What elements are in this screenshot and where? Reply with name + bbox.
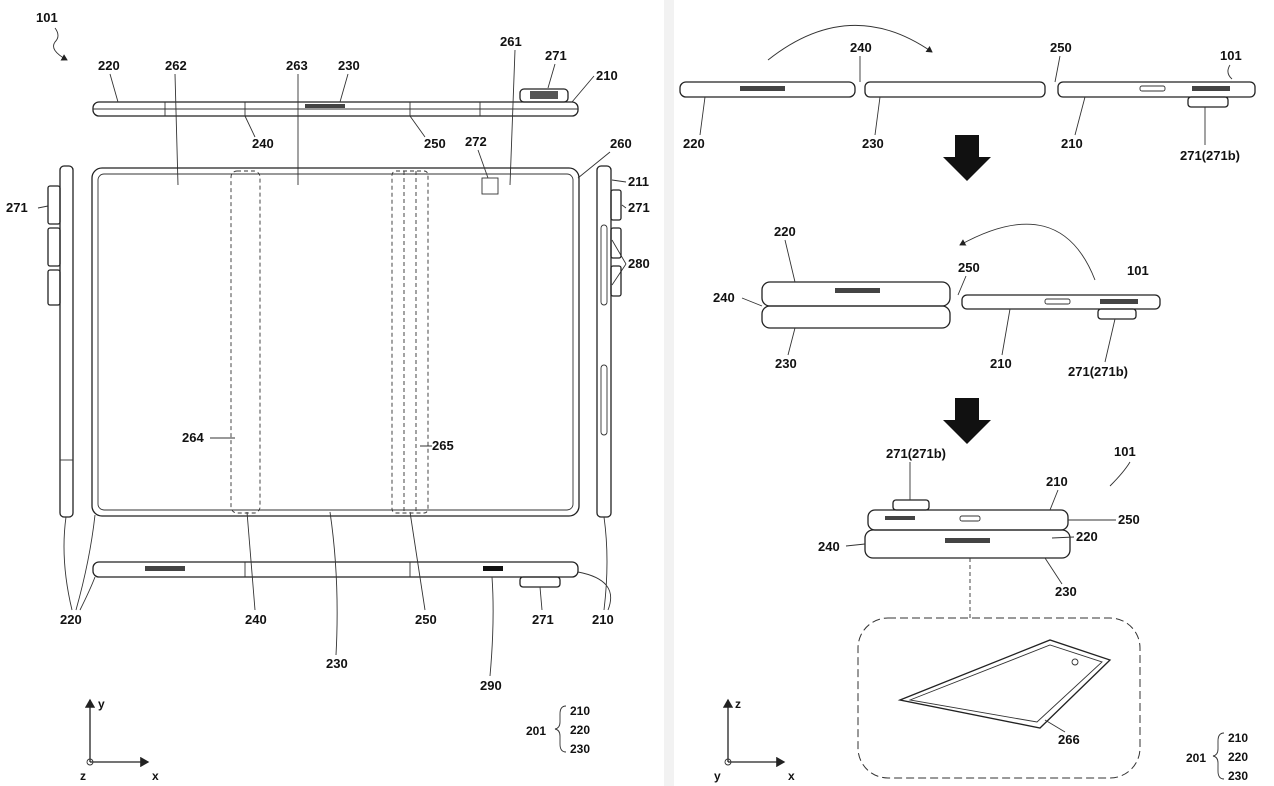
reference-label: 271(271b) [1068, 364, 1128, 379]
reference-label: 230 [775, 356, 797, 371]
reference-label: 210 [1228, 731, 1248, 745]
arrow-down-icon [943, 398, 991, 444]
reference-label: 101 [1127, 263, 1149, 278]
reference-label: 262 [165, 58, 187, 73]
reference-label: 220 [1228, 750, 1248, 764]
step2-half-folded [761, 223, 1161, 329]
reference-label: 230 [338, 58, 360, 73]
step1-unfolded-edge [679, 25, 1256, 108]
reference-label: 250 [415, 612, 437, 627]
reference-label: 220 [1076, 529, 1098, 544]
reference-label: 210 [990, 356, 1012, 371]
reference-label: 211 [628, 174, 649, 189]
reference-label: 230 [570, 742, 590, 756]
reference-label: 250 [1050, 40, 1072, 55]
reference-label: 271 [545, 48, 567, 63]
reference-label: 220 [570, 723, 590, 737]
reference-label: 230 [1228, 769, 1248, 783]
reference-label: z [80, 769, 86, 783]
reference-label: 250 [958, 260, 980, 275]
reference-label: 260 [610, 136, 632, 151]
reference-label: 240 [252, 136, 274, 151]
reference-label: 220 [98, 58, 120, 73]
reference-label: 201 [1186, 751, 1206, 765]
reference-label: y [714, 769, 721, 783]
reference-label: 101 [1114, 444, 1136, 459]
reference-label: 220 [683, 136, 705, 151]
reference-label: 210 [596, 68, 618, 83]
left-axes: y z x [80, 697, 159, 783]
reference-label: 230 [326, 656, 348, 671]
reference-label: 272 [465, 134, 487, 149]
panel-divider [664, 0, 674, 786]
right-housing-legend: 201 210 220 230 [1186, 731, 1248, 783]
reference-label: 220 [60, 612, 82, 627]
reference-label: 271(271b) [886, 446, 946, 461]
reference-label: 230 [862, 136, 884, 151]
reference-label: 201 [526, 724, 546, 738]
reference-label: 240 [818, 539, 840, 554]
label-101: 101 [36, 10, 58, 25]
right-side-view [596, 165, 622, 518]
reference-label: 290 [480, 678, 502, 693]
left-figure: 101 220 262 263 230 261 271 210 240 250 [6, 10, 650, 783]
left-side-view [47, 165, 74, 518]
reference-label: 220 [774, 224, 796, 239]
reference-label: 271 [628, 200, 650, 215]
reference-label: 210 [592, 612, 614, 627]
arrow-down-icon [943, 135, 991, 181]
unfolded-display [91, 167, 580, 517]
reference-label: 271 [6, 200, 28, 215]
reference-label: 210 [1061, 136, 1083, 151]
reference-label: 265 [432, 438, 454, 453]
reference-label: 250 [1118, 512, 1140, 527]
reference-label: 210 [570, 704, 590, 718]
right-axes: z y x [714, 697, 795, 783]
reference-label: 240 [850, 40, 872, 55]
reference-label: 261 [500, 34, 522, 49]
reference-label: 101 [1220, 48, 1242, 63]
reference-label: z [735, 697, 741, 711]
left-housing-legend: 201 210 220 230 [526, 704, 590, 756]
reference-label: x [152, 769, 159, 783]
reference-label: 250 [424, 136, 446, 151]
reference-label: 266 [1058, 732, 1080, 747]
top-edge-view [92, 88, 579, 117]
right-figure: 240 250 101 220 230 210 271(271b) 220 25… [679, 25, 1256, 783]
reference-label: 210 [1046, 474, 1068, 489]
reference-label: 263 [286, 58, 308, 73]
reference-label: 230 [1055, 584, 1077, 599]
reference-label: 280 [628, 256, 650, 271]
reference-label: 271(271b) [1180, 148, 1240, 163]
reference-label: 271 [532, 612, 554, 627]
reference-label: y [98, 697, 105, 711]
reference-label: 264 [182, 430, 204, 445]
reference-label: 240 [713, 290, 735, 305]
reference-label: 240 [245, 612, 267, 627]
reference-label: x [788, 769, 795, 783]
